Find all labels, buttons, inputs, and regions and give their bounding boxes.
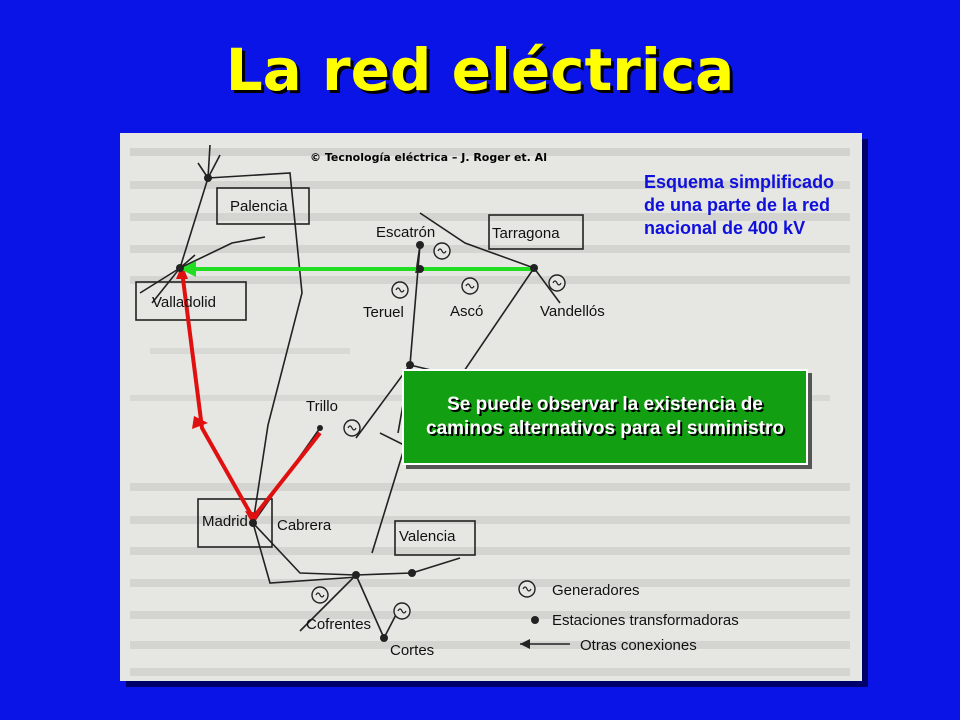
madrid-box [197, 498, 273, 548]
green-arrow [180, 261, 535, 277]
label-cortes: Cortes [390, 642, 434, 659]
generators [311, 242, 566, 620]
red-arrowhead-madrid [245, 511, 260, 525]
stations [176, 174, 538, 642]
legend-generators-label: Generadores [552, 582, 640, 599]
label-trillo: Trillo [306, 398, 338, 415]
legend-connections-label: Otras conexiones [580, 637, 697, 654]
legend-stations-label: Estaciones transformadoras [552, 612, 739, 629]
label-vandellos: Vandellós [540, 303, 605, 320]
label-valencia: Valencia [399, 528, 456, 545]
label-palencia: Palencia [230, 198, 288, 215]
credit-text: © Tecnología eléctrica – J. Roger et. Al [310, 151, 547, 164]
label-tarragona: Tarragona [492, 225, 560, 242]
label-escatron: Escatrón [376, 224, 435, 241]
label-cofrentes: Cofrentes [306, 616, 371, 633]
diagram-panel: Palencia Valladolid Escatrón Tarragona T… [120, 133, 862, 681]
label-valladolid: Valladolid [152, 294, 216, 311]
red-path [180, 270, 322, 520]
tarragona-box [488, 214, 584, 250]
label-madrid: Madrid [202, 513, 248, 530]
red-arrowhead-valladolid [176, 264, 188, 279]
slide-title: La red eléctrica [225, 36, 735, 104]
description-text: Esquema simplificado de una parte de la … [644, 172, 835, 238]
label-asco: Ascó [450, 303, 483, 320]
red-arrowhead-mid [192, 416, 208, 429]
callout-text: Se puede observar la existencia de camin… [426, 394, 784, 439]
label-teruel: Teruel [363, 304, 404, 321]
label-cabrera: Cabrera [277, 517, 332, 534]
valencia-box [394, 520, 476, 556]
valladolid-box [135, 281, 247, 321]
palencia-box [216, 187, 310, 225]
callout-box: Se puede observar la existencia de camin… [402, 369, 808, 465]
legend [520, 616, 570, 649]
